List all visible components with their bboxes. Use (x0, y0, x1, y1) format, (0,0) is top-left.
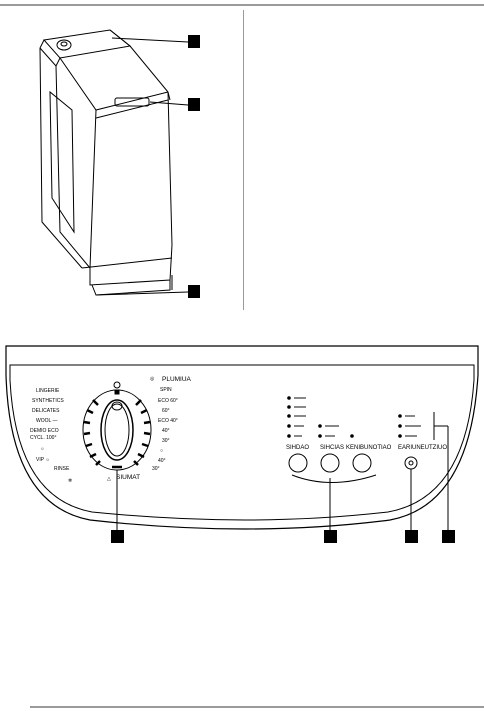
top-rule (0, 4, 484, 6)
svg-text:☼: ☼ (40, 446, 45, 452)
button-label-1: SIHDAO (286, 445, 309, 451)
panel-buttons (288, 453, 418, 483)
svg-text:○: ○ (160, 448, 163, 454)
callout-box-1 (188, 35, 200, 48)
button-label-2: SIHCIAS (320, 445, 344, 451)
indicator-column-3 (398, 414, 421, 438)
button-label-4: EARIUNEUTZIUO (398, 445, 447, 451)
svg-text:❄: ❄ (68, 478, 72, 484)
panel-callout-2 (324, 530, 337, 543)
indicator-column-1 (287, 396, 306, 438)
program-dial (82, 381, 152, 471)
dial-top-label: PLUMIUA (162, 376, 192, 383)
svg-text:DEMIO ECO: DEMIO ECO (30, 428, 59, 434)
svg-text:60°: 60° (162, 408, 170, 414)
svg-text:SPIN: SPIN (160, 387, 172, 393)
panel-callout-3 (405, 530, 418, 543)
svg-text:LINGERIE: LINGERIE (36, 388, 60, 394)
callout-box-3 (188, 285, 200, 298)
button-label-3: KENIBUNOTIAO (346, 445, 392, 451)
svg-text:SYNTHETICS: SYNTHETICS (32, 398, 64, 404)
svg-text:◎: ◎ (150, 376, 155, 382)
svg-text:WOOL —: WOOL — (36, 418, 57, 424)
svg-text:ECO 40°: ECO 40° (158, 418, 178, 424)
bottom-rule (30, 706, 484, 708)
svg-text:30°: 30° (162, 438, 170, 444)
svg-text:40°: 40° (158, 458, 166, 464)
dial-bottom-label: SIUMAT (116, 474, 140, 481)
svg-text:ECO 60°: ECO 60° (158, 398, 178, 404)
panel-callout-1 (111, 530, 124, 543)
svg-text:30°: 30° (152, 466, 160, 472)
svg-text:CYCL. 100°: CYCL. 100° (30, 435, 56, 441)
callout-box-2 (188, 98, 200, 111)
svg-text:DELICATES: DELICATES (32, 408, 60, 414)
svg-text:△: △ (107, 476, 111, 482)
panel-callout-4 (442, 530, 455, 543)
indicator-column-2 (318, 424, 354, 438)
svg-text:40°: 40° (162, 428, 170, 434)
dial-right-labels: SPIN ECO 60° 60° ECO 40° 40° 30° ○ 40° 3… (152, 387, 178, 472)
column-divider (243, 10, 244, 310)
svg-text:RINSE: RINSE (54, 466, 70, 472)
svg-text:VIP ☼: VIP ☼ (36, 457, 50, 463)
dial-left-labels: LINGERIE SYNTHETICS DELICATES WOOL — DEM… (30, 388, 72, 484)
